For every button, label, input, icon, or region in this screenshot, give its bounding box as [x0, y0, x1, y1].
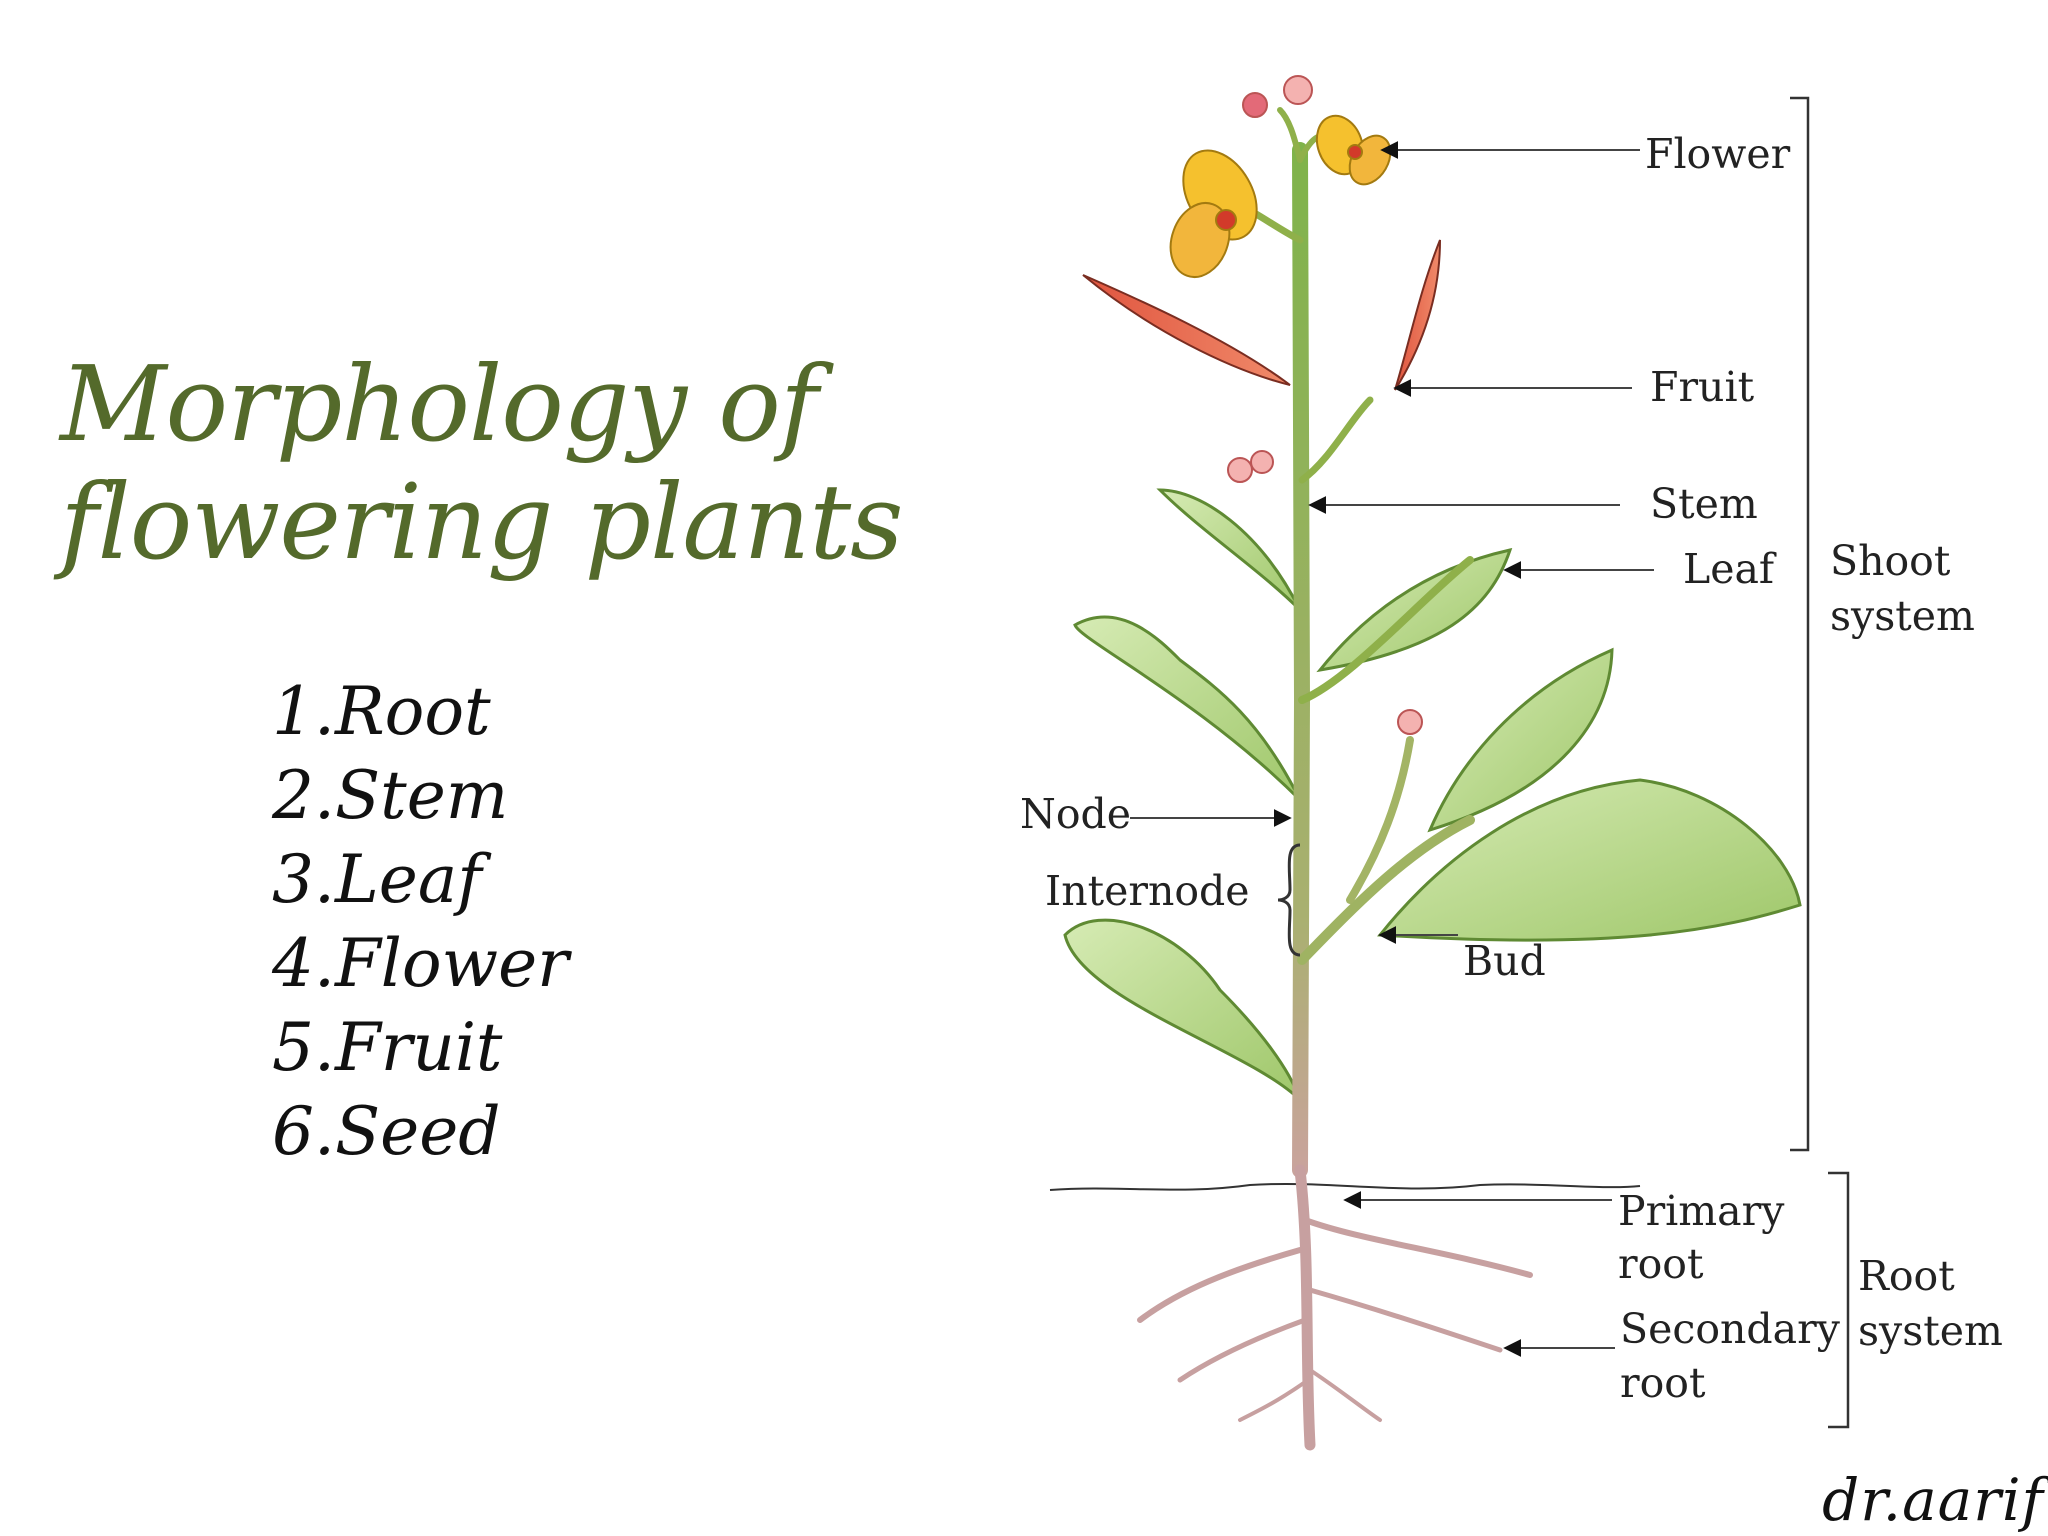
flower-bud	[1397, 709, 1423, 735]
label-internode: Internode	[1045, 867, 1250, 915]
roots	[1137, 1164, 1533, 1451]
label-primary-root-2: root	[1618, 1240, 1704, 1288]
label-stem: Stem	[1650, 480, 1758, 528]
label-secondary-root-1: Secondary	[1620, 1305, 1841, 1353]
list-item: 5.Fruit	[272, 1009, 503, 1086]
leaf-left-middle	[1073, 615, 1302, 802]
flower-bud	[1227, 457, 1253, 483]
title-line-2: flowering plants	[60, 461, 904, 583]
label-fruit: Fruit	[1650, 363, 1755, 411]
leaf-upper-left	[1156, 488, 1302, 612]
flower-petal	[1169, 202, 1231, 278]
list-item: 1.Root	[272, 673, 491, 750]
flower-bud	[1242, 92, 1268, 118]
fruit-left	[1082, 274, 1291, 386]
label-secondary-root-2: root	[1620, 1359, 1706, 1407]
ground-line	[1049, 1182, 1641, 1191]
flowers	[1169, 75, 1423, 735]
leaves	[1063, 488, 1802, 1102]
label-root-system-2: system	[1858, 1307, 2003, 1355]
list-item: 4.Flower	[272, 925, 569, 1002]
flower-center	[1215, 209, 1237, 231]
shoot-system-bracket	[1790, 96, 1810, 1152]
list-item: 2.Stem	[272, 757, 509, 834]
author-credit: dr.aarif	[1822, 1466, 2044, 1534]
leaf-right-middle	[1427, 647, 1614, 833]
label-primary-root-1: Primary	[1618, 1187, 1785, 1235]
pointer-arrows	[1130, 141, 1654, 1357]
fruit-right	[1394, 239, 1441, 391]
list-item: 6.Seed	[272, 1093, 501, 1170]
label-leaf: Leaf	[1683, 545, 1777, 593]
flower-center	[1347, 144, 1363, 160]
root-system-bracket	[1828, 1171, 1850, 1429]
label-flower: Flower	[1645, 130, 1791, 178]
label-node: Node	[1020, 790, 1131, 838]
flower-bud	[1283, 75, 1313, 105]
fruits	[1082, 239, 1441, 391]
title-line-1: Morphology of	[60, 343, 818, 465]
leaf-left-lower	[1063, 918, 1302, 1102]
plant-parts-list: 1.Root 2.Stem 3.Leaf 4.Flower 5.Fruit 6.…	[272, 670, 569, 1174]
flower-bud	[1250, 450, 1274, 474]
label-root-system-1: Root	[1858, 1252, 1955, 1300]
page-title: Morphology of flowering plants	[60, 343, 904, 583]
leaf-right-big	[1377, 778, 1802, 942]
list-item: 3.Leaf	[272, 841, 482, 918]
label-shoot-system-1: Shoot	[1830, 537, 1951, 585]
label-bud: Bud	[1463, 937, 1546, 985]
internode-brace	[1277, 843, 1301, 957]
label-shoot-system-2: system	[1830, 592, 1975, 640]
stem	[1236, 107, 1475, 1178]
